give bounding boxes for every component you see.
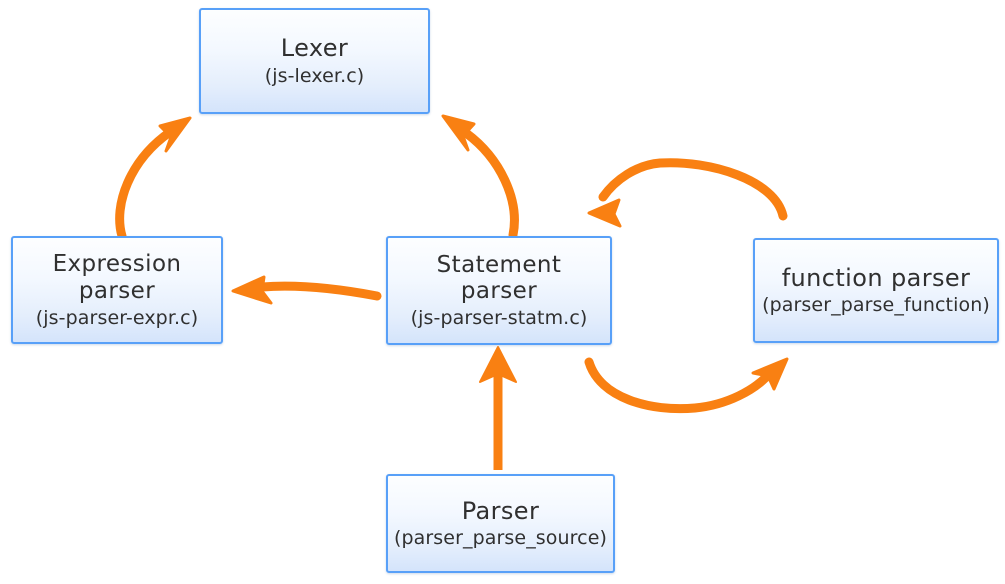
edge-statement-to-expression [231,275,382,305]
node-function-parser-title: function parser [781,263,971,292]
node-parser-subtitle: (parser_parse_source) [393,527,608,550]
node-expression-parser[interactable]: Expression parser (js-parser-expr.c) [11,236,223,344]
node-statement-parser-subtitle: (js-parser-statm.c) [410,307,588,330]
node-parser[interactable]: Parser (parser_parse_source) [386,474,615,573]
node-lexer-title: Lexer [280,34,349,63]
node-lexer[interactable]: Lexer (js-lexer.c) [199,8,430,114]
node-function-parser-subtitle: (parser_parse_function) [762,294,990,317]
edge-statement-to-function [584,357,789,414]
edge-function-to-statement [587,158,788,228]
node-expression-parser-title: Expression parser [52,251,182,304]
node-expression-parser-subtitle: (js-parser-expr.c) [35,306,199,329]
node-statement-parser[interactable]: Statement parser (js-parser-statm.c) [386,236,612,345]
edge-parser-to-statement [479,346,517,470]
edge-expression-to-lexer [115,116,192,241]
node-statement-parser-title: Statement parser [436,251,562,305]
edge-statement-to-lexer [441,114,519,240]
node-function-parser[interactable]: function parser (parser_parse_function) [753,238,999,343]
node-lexer-subtitle: (js-lexer.c) [264,64,365,87]
node-parser-title: Parser [461,496,540,525]
